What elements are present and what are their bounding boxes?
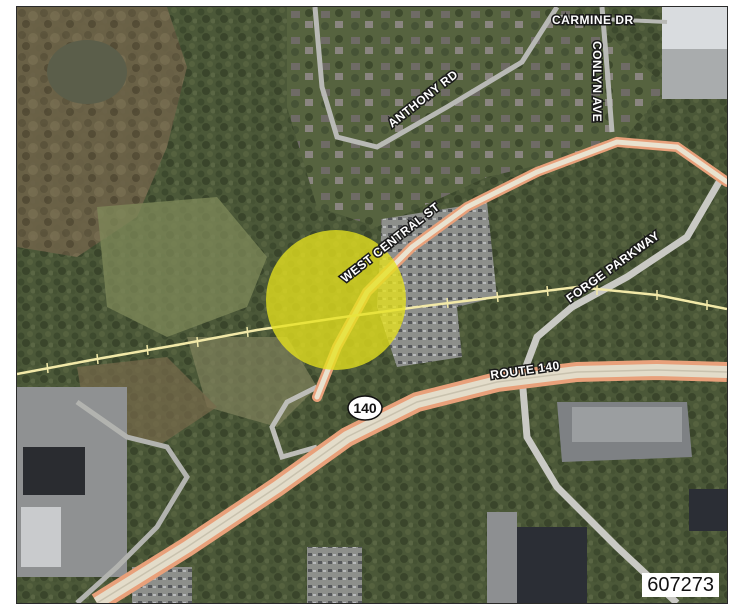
rail-line-ticks xyxy=(46,285,708,374)
residential-area xyxy=(287,7,667,227)
warehouse-building-south xyxy=(517,527,587,603)
aerial-map[interactable]: CARMINE DR CONLYN AVE ANTHONY RD WEST CE… xyxy=(17,7,727,603)
route-140-median xyxy=(96,369,727,603)
warehouse-lot-south xyxy=(487,512,517,603)
industrial-building-southwest-2 xyxy=(21,507,61,567)
pond xyxy=(47,40,127,104)
parking-lot-central xyxy=(377,202,497,367)
ramp-road xyxy=(269,384,319,461)
map-id-label: 607273 xyxy=(642,573,719,597)
forge-parkway-road xyxy=(518,175,726,603)
anthony-rd-road xyxy=(312,7,560,150)
route-140-shield: 140 xyxy=(347,395,383,421)
parking-lot-south xyxy=(307,547,362,603)
street-label-carmine-dr: CARMINE DR xyxy=(552,13,634,27)
conlyn-ave-road xyxy=(599,7,615,133)
industrial-building-top xyxy=(662,7,727,49)
warehouse-building-east xyxy=(689,489,727,531)
route-shield-number: 140 xyxy=(353,400,377,416)
map-frame: CARMINE DR CONLYN AVE ANTHONY RD WEST CE… xyxy=(16,6,728,604)
industrial-lot-top xyxy=(662,49,727,99)
route-shield-oval xyxy=(347,395,383,421)
office-building xyxy=(572,407,682,442)
service-road-southwest xyxy=(75,399,190,603)
open-field-west xyxy=(97,197,267,337)
industrial-building-southwest xyxy=(23,447,85,495)
street-label-conlyn-ave: CONLYN AVE xyxy=(590,41,604,122)
carmine-dr-road xyxy=(556,15,668,24)
highlight-circle[interactable] xyxy=(266,230,406,370)
